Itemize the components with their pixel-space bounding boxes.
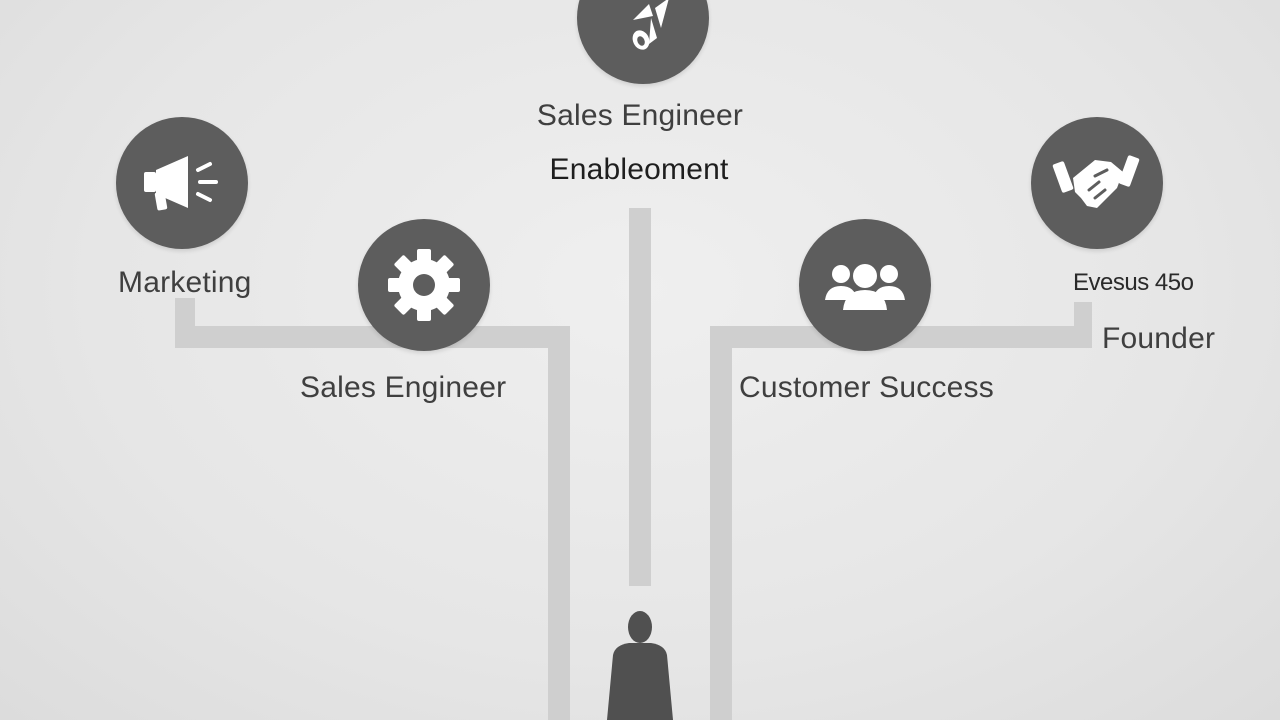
customer-success-node (799, 219, 931, 351)
right-branch-vertical (710, 326, 732, 720)
founder-node (1031, 117, 1163, 249)
founder-connector (1074, 302, 1092, 348)
sales-engineer-label: Sales Engineer (300, 371, 507, 404)
top-node-sublabel: Enableoment (549, 153, 729, 186)
handshake-icon (1052, 155, 1140, 208)
top-node-label: Sales Engineer (536, 99, 744, 132)
rocket-icon (632, 0, 669, 50)
founder-overlabel: Evesus 45o (1073, 269, 1194, 296)
marketing-connector (175, 298, 195, 348)
marketing-node (116, 117, 248, 249)
people-group-icon (825, 264, 905, 310)
sales-engineer-node (358, 219, 490, 351)
gear-icon (388, 249, 460, 321)
center-path (629, 208, 651, 586)
megaphone-icon (144, 156, 218, 211)
customer-success-label: Customer Success (739, 371, 994, 404)
founder-label: Founder (1102, 322, 1216, 355)
left-branch-horizontal (175, 326, 570, 348)
person-silhouette-icon (607, 611, 673, 720)
left-branch-vertical (548, 326, 570, 720)
marketing-label: Marketing (118, 266, 252, 299)
